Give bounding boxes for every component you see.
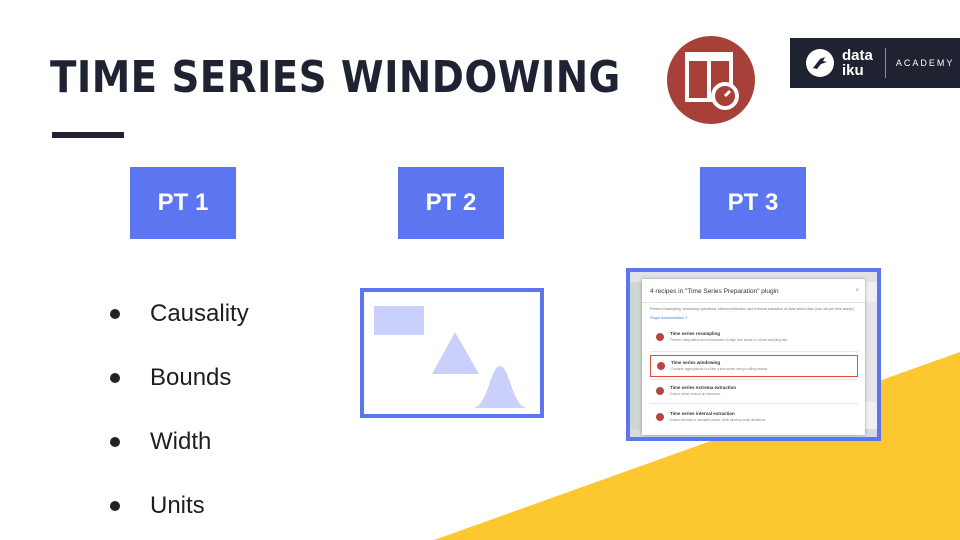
image-placeholder-icon xyxy=(360,288,544,418)
recipe-item-highlighted[interactable]: Time series windowing Compute aggregatio… xyxy=(650,355,858,377)
brand-name-line1: data xyxy=(842,47,873,64)
modal-description: Perform resampling, windowing operations… xyxy=(650,307,855,311)
bullet-item: Bounds xyxy=(110,346,249,410)
bullet-dot xyxy=(110,437,120,447)
close-icon[interactable]: × xyxy=(855,288,859,294)
recipe-icon xyxy=(656,387,664,395)
part-1-box: PT 1 xyxy=(130,167,236,239)
brand-name: data iku xyxy=(842,48,873,78)
bullet-text: Width xyxy=(150,428,212,455)
recipe-name: Time series windowing xyxy=(671,360,721,365)
bullet-text: Causality xyxy=(150,300,249,327)
bullet-item: Width xyxy=(110,410,249,474)
modal-divider xyxy=(642,302,865,303)
brand-academy: ACADEMY xyxy=(895,58,955,68)
brand-name-line2: iku xyxy=(842,62,864,79)
recipe-desc: Extract values around an extremum. xyxy=(670,392,722,396)
recipe-item[interactable]: Time series interval extraction Extract … xyxy=(650,407,858,429)
recipe-divider xyxy=(650,403,858,404)
recipe-divider xyxy=(650,351,858,352)
bullet-text: Bounds xyxy=(150,364,232,391)
modal-title: 4 recipes in "Time Series Preparation" p… xyxy=(650,288,779,295)
recipe-desc: Perform interpolation and extrapolation … xyxy=(670,338,789,342)
part-3-box: PT 3 xyxy=(700,167,806,239)
recipe-item[interactable]: Time series extrema extraction Extract v… xyxy=(650,381,858,403)
plugin-documentation-link[interactable]: Plugin documentation ↗ xyxy=(650,316,688,320)
screenshot-left-panel xyxy=(630,282,642,432)
bullet-dot xyxy=(110,309,120,319)
recipe-name: Time series interval extraction xyxy=(670,411,735,416)
recipes-modal: 4 recipes in "Time Series Preparation" p… xyxy=(642,279,865,435)
screenshot-topbar xyxy=(630,272,877,282)
bullet-dot xyxy=(110,501,120,511)
recipe-name: Time series extrema extraction xyxy=(670,385,736,390)
dataiku-academy-logo: data iku ACADEMY xyxy=(790,38,960,88)
recipe-divider xyxy=(650,379,858,380)
bullet-dot xyxy=(110,373,120,383)
screenshot-right-panel xyxy=(863,302,877,402)
bullet-list: Causality Bounds Width Units xyxy=(110,282,249,538)
recipe-icon xyxy=(657,362,665,370)
recipe-item[interactable]: Time series resampling Perform interpola… xyxy=(650,327,858,349)
plugin-screenshot: 4 recipes in "Time Series Preparation" p… xyxy=(626,268,881,441)
recipe-icon xyxy=(656,413,664,421)
recipe-desc: Extract intervals of accepted values, wh… xyxy=(670,418,767,422)
recipe-icon xyxy=(656,333,664,341)
bullet-text: Units xyxy=(150,492,205,519)
bird-icon xyxy=(806,49,834,77)
slide-title: TIME SERIES WINDOWING xyxy=(50,52,621,103)
brand-divider xyxy=(884,48,886,78)
title-underline xyxy=(52,132,124,138)
bullet-item: Causality xyxy=(110,282,249,346)
recipe-desc: Compute aggregations in a filter a time … xyxy=(671,367,768,371)
window-clock-icon xyxy=(667,36,755,124)
recipe-name: Time series resampling xyxy=(670,331,720,336)
part-2-box: PT 2 xyxy=(398,167,504,239)
bullet-item: Units xyxy=(110,474,249,538)
